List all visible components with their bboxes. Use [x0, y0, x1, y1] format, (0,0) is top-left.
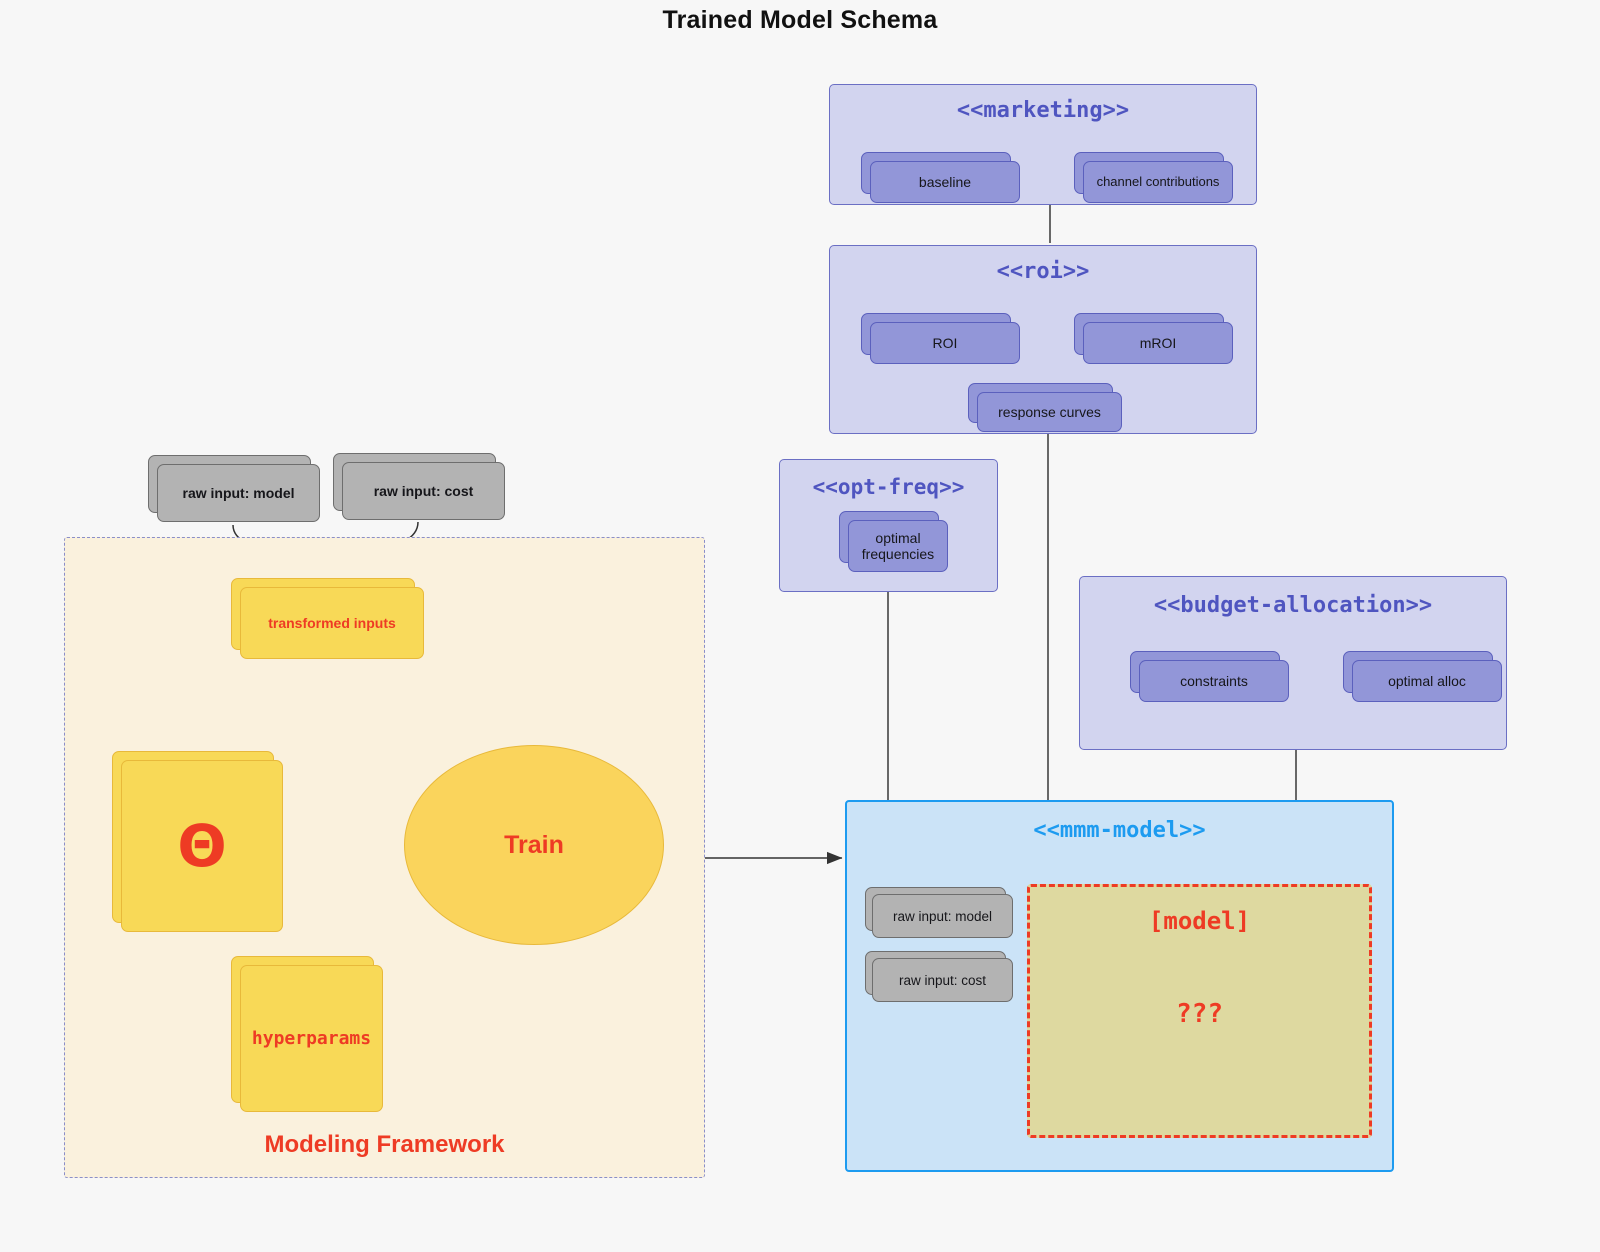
package-roi[interactable]: <<roi>> ROI mROI response curves	[829, 245, 1257, 434]
card-channel-contributions[interactable]: channel contributions	[1074, 152, 1233, 203]
card-optimal-frequencies-line1: optimal	[875, 529, 921, 546]
package-roi-title: <<roi>>	[996, 259, 1090, 284]
card-mmm-raw-input-cost-label: raw input: cost	[872, 958, 1013, 1002]
card-raw-input-cost-label: raw input: cost	[342, 462, 505, 520]
card-constraints-label: constraints	[1139, 660, 1289, 702]
card-roi-label: ROI	[870, 322, 1020, 364]
card-hyperparams[interactable]: hyperparams	[231, 956, 383, 1112]
page-title: Trained Model Schema	[662, 6, 938, 34]
card-hyperparams-label: hyperparams	[240, 965, 383, 1112]
card-raw-input-model-outer[interactable]: raw input: model	[148, 455, 320, 522]
card-mmm-raw-input-model[interactable]: raw input: model	[865, 887, 1013, 938]
train-node[interactable]: Train	[404, 745, 664, 945]
card-raw-input-cost-outer[interactable]: raw input: cost	[333, 453, 505, 520]
card-response-curves-label: response curves	[977, 392, 1122, 432]
model-placeholder-title: [model]	[1148, 907, 1251, 935]
card-optimal-frequencies[interactable]: optimal frequencies	[839, 511, 948, 572]
package-budget-allocation[interactable]: <<budget-allocation>> constraints optima…	[1079, 576, 1507, 750]
model-placeholder-unknown: ???	[1176, 999, 1223, 1029]
card-transformed-inputs-label: transformed inputs	[240, 587, 424, 659]
card-theta[interactable]: Θ	[112, 751, 283, 932]
card-mroi-label: mROI	[1083, 322, 1233, 364]
card-optimal-alloc-label: optimal alloc	[1352, 660, 1502, 702]
package-marketing-title: <<marketing>>	[956, 98, 1130, 123]
modeling-framework-label: Modeling Framework	[264, 1131, 505, 1158]
card-roi[interactable]: ROI	[861, 313, 1020, 364]
card-mmm-raw-input-cost[interactable]: raw input: cost	[865, 951, 1013, 1002]
train-node-label: Train	[504, 830, 564, 859]
card-theta-glyph: Θ	[121, 760, 283, 932]
package-budget-allocation-title: <<budget-allocation>>	[1153, 593, 1433, 618]
card-channel-contributions-label: channel contributions	[1083, 161, 1233, 203]
card-optimal-alloc[interactable]: optimal alloc	[1343, 651, 1502, 702]
card-mroi[interactable]: mROI	[1074, 313, 1233, 364]
card-constraints[interactable]: constraints	[1130, 651, 1289, 702]
card-optimal-frequencies-line2: frequencies	[861, 546, 935, 562]
package-opt-freq-title: <<opt-freq>>	[812, 475, 965, 499]
card-transformed-inputs[interactable]: transformed inputs	[231, 578, 424, 659]
package-opt-freq[interactable]: <<opt-freq>> optimal frequencies	[779, 459, 998, 592]
card-raw-input-model-label: raw input: model	[157, 464, 320, 522]
card-mmm-raw-input-model-label: raw input: model	[872, 894, 1013, 938]
card-baseline-label: baseline	[870, 161, 1020, 203]
package-marketing[interactable]: <<marketing>> baseline channel contribut…	[829, 84, 1257, 205]
card-optimal-frequencies-label: optimal frequencies	[848, 520, 948, 572]
package-mmm-model-title: <<mmm-model>>	[1033, 818, 1206, 843]
model-placeholder-box[interactable]: [model] ???	[1027, 884, 1372, 1138]
card-baseline[interactable]: baseline	[861, 152, 1020, 203]
package-mmm-model[interactable]: <<mmm-model>> raw input: model raw input…	[845, 800, 1394, 1172]
card-response-curves[interactable]: response curves	[968, 383, 1122, 432]
hyperparams-text: hyperparams	[251, 1028, 372, 1049]
theta-icon: Θ	[177, 812, 227, 880]
